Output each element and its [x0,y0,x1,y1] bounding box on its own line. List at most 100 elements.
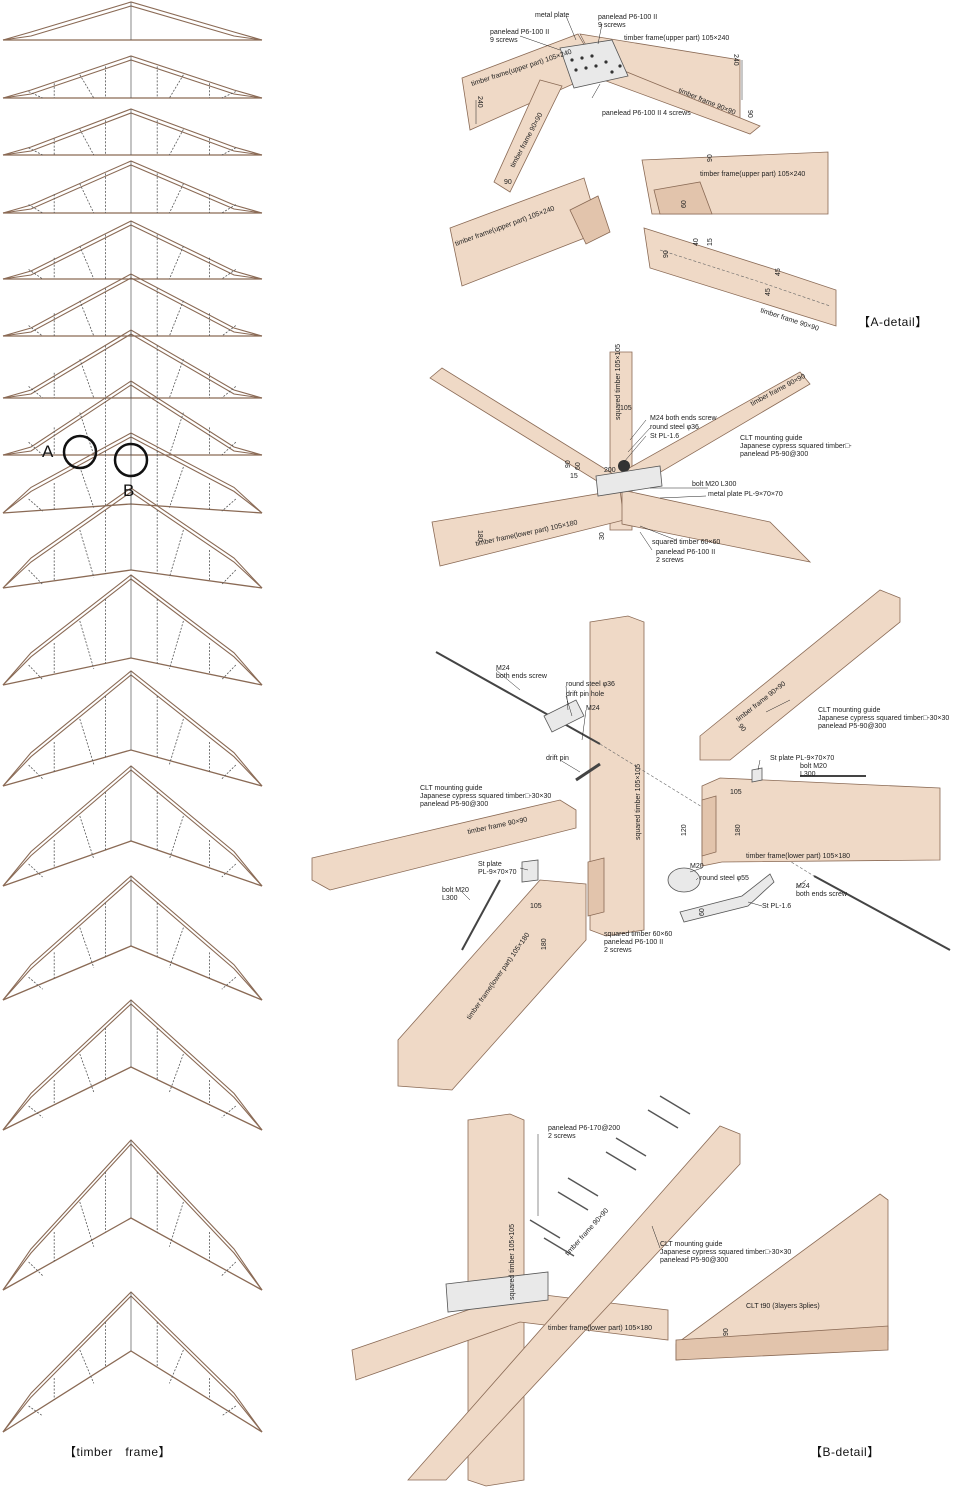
svg-text:timber frame 90×90: timber frame 90×90 [564,1207,610,1257]
svg-text:timber frame(upper part) 105×2: timber frame(upper part) 105×240 [624,35,729,42]
svg-text:CLT mounting guide: CLT mounting guide [420,785,482,792]
piece-9090-br [643,227,837,327]
svg-text:timber frame(lower part) 105×: timber frame(lower part) 105×180 [746,853,850,860]
truss-stage-15 [2,999,263,1131]
svg-text:15: 15 [570,473,578,480]
m24-rod-left [435,651,601,745]
svg-text:timber frame(upper part) 105×2: timber frame(upper part) 105×240 [700,171,805,178]
svg-text:60: 60 [575,462,582,470]
svg-text:240: 240 [476,96,483,108]
svg-text:90: 90 [663,250,670,258]
svg-text:squared timber 105×105: squared timber 105×105 [509,1224,516,1300]
svg-text:L300: L300 [800,771,816,778]
svg-text:panelead P5-90@300: panelead P5-90@300 [818,723,886,730]
svg-text:panelead P6-100 II: panelead P6-100 II [490,29,549,36]
st-plate-left [521,859,539,883]
svg-text:240: 240 [732,54,739,66]
svg-text:180: 180 [476,530,483,542]
truss-stage-1 [2,1,263,41]
b-detail-eave-joint: panelead P6-170@200 2 screws squared tim… [351,1095,889,1487]
beam-lower-part-left [397,879,587,1091]
beam-9090-b [407,1125,741,1481]
svg-text:squared timber 60×60: squared timber 60×60 [652,539,720,546]
round-steel-36 [618,460,630,472]
svg-text:200: 200 [604,467,616,474]
truss-stage-16 [2,1139,263,1291]
metal-plate [559,39,629,89]
svg-text:M24: M24 [586,705,600,712]
svg-text:bolt M20: bolt M20 [442,887,469,894]
svg-text:CLT mounting guide: CLT mounting guide [740,435,802,442]
svg-text:2 screws: 2 screws [548,1133,576,1140]
marker-a-label: A [42,442,54,461]
svg-text:105: 105 [530,903,542,910]
svg-text:panelead P5-90@300: panelead P5-90@300 [740,451,808,458]
svg-text:Japanese cypress squared timbe: Japanese cypress squared timber□-30×30 [818,715,949,722]
svg-text:M24: M24 [496,665,510,672]
svg-text:both ends screw: both ends screw [796,891,848,898]
svg-text:squared timber 60×60: squared timber 60×60 [604,931,672,938]
truss-stage-4 [2,160,263,214]
caption-timber-frame: 【timber frame】 [64,1445,171,1459]
svg-text:panelead P6-100 II: panelead P6-100 II [598,14,657,21]
truss-stage-11 [2,574,263,686]
svg-text:panelead P6-100 II: panelead P6-100 II [604,939,663,946]
svg-text:CLT mounting guide: CLT mounting guide [818,707,880,714]
svg-text:M24 both ends screw: M24 both ends screw [650,415,717,422]
svg-text:30: 30 [599,532,606,540]
svg-text:90: 90 [565,460,572,468]
svg-text:Japanese cypress squared timbe: Japanese cypress squared timber□-30×30 [420,793,551,800]
a-detail-assembled-node: squared timber 105×105 105 M24 both ends… [429,344,852,567]
svg-text:45: 45 [775,268,782,276]
svg-text:105: 105 [730,789,742,796]
svg-text:180: 180 [735,824,742,836]
svg-text:2 screws: 2 screws [604,947,632,954]
svg-text:bolt M20 L300: bolt M20 L300 [692,481,736,488]
svg-text:120: 120 [681,824,688,836]
round-steel-36 [543,699,585,733]
svg-text:90: 90 [736,723,746,734]
piece-upper-part-bl [449,177,601,287]
svg-text:45: 45 [765,288,772,296]
st-plate-right [751,767,763,783]
svg-text:squared timber 105×105: squared timber 105×105 [635,764,642,840]
drift-pin [575,762,601,782]
svg-text:2 screws: 2 screws [656,557,684,564]
svg-text:Japanese cypress squared timbe: Japanese cypress squared timber□-30×30 [660,1249,791,1256]
svg-text:9 screws: 9 screws [490,37,518,44]
marker-b-label: B [123,481,134,500]
svg-text:round steel φ36: round steel φ36 [650,424,699,431]
truss-stage-12 [2,670,263,787]
detail-marker-b: B [113,442,149,500]
svg-text:40: 40 [693,238,700,246]
truss-stage-14 [2,875,263,1001]
svg-text:CLT mounting guide: CLT mounting guide [660,1241,722,1248]
m24-rod-right [813,875,951,951]
beam-lower-left [431,489,625,567]
caption-b-detail: 【B-detail】 [810,1445,880,1459]
svg-text:CLT t90 (3layers 3plies): CLT t90 (3layers 3plies) [746,1303,820,1310]
truss-stage-17 [2,1291,263,1433]
svg-text:St PL-1.6: St PL-1.6 [762,903,791,910]
svg-text:M20: M20 [690,863,704,870]
svg-text:panelead P6-100 II: panelead P6-100 II [656,549,715,556]
svg-text:drift pin: drift pin [546,755,569,762]
svg-text:105: 105 [620,405,632,412]
svg-text:drift pin hole: drift pin hole [566,691,604,698]
truss-stage-5 [2,220,263,280]
svg-text:timber frame(lower part) 105×: timber frame(lower part) 105×180 [548,1325,652,1332]
svg-text:60: 60 [681,200,688,208]
truss-stage-7 [2,329,263,399]
truss-stage-6 [2,273,263,337]
svg-text:St plate: St plate [478,861,502,868]
svg-text:90: 90 [723,1328,730,1336]
svg-text:180: 180 [541,938,548,950]
svg-text:bolt M20: bolt M20 [800,763,827,770]
svg-text:squared timber 105×105: squared timber 105×105 [615,344,622,420]
svg-text:panelead P6-100 II 4 screws: panelead P6-100 II 4 screws [602,110,691,117]
bolt-left [461,879,501,951]
svg-text:round steel φ55: round steel φ55 [700,875,749,882]
beam-lower-part-right [701,777,941,867]
post-105x105 [589,615,645,937]
